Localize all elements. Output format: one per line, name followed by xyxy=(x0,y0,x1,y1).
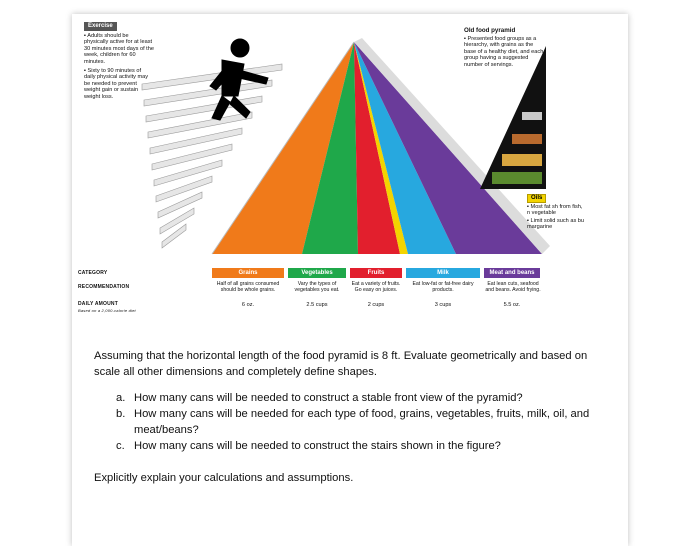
item-a-text: How many cans will be needed to construc… xyxy=(134,392,523,404)
amount-meat-and-beans: 5.5 oz. xyxy=(503,302,521,308)
exercise-tag: Exercise xyxy=(84,22,117,31)
closing-instruction: Explicitly explain your calculations and… xyxy=(94,472,354,484)
old-pyramid-text: ▪ Presented food groups as a hierarchy, … xyxy=(464,35,544,68)
pyramid-illustration xyxy=(141,38,550,255)
oils-callout: Oils ▪ Most fat sh from fish, n vegetabl… xyxy=(527,194,587,231)
amount-milk: 3 cups xyxy=(434,302,452,308)
runner-figure xyxy=(209,38,269,121)
exercise-callout: Exercise ▪ Adults should be physically a… xyxy=(84,22,154,103)
rec-meat-and-beans: Eat lean cuts, seafood and beans. Avoid … xyxy=(485,281,541,293)
category-fruits: Fruits xyxy=(350,268,402,278)
old-pyramid-callout: Old food pyramid ▪ Presented food groups… xyxy=(464,27,544,69)
oils-text-1: ▪ Most fat sh from fish, n vegetable xyxy=(527,203,583,217)
oils-tag: Oils xyxy=(527,194,547,203)
old-pyramid-title: Old food pyramid xyxy=(464,27,516,34)
recommendation-label: RECOMMENDATION xyxy=(78,284,130,290)
item-b-text: How many cans will be needed for each ty… xyxy=(134,408,590,436)
rec-milk: Eat low-fat or fat-free dairy products. xyxy=(412,281,474,293)
oils-text-2: ▪ Limit solid such as bu margarine xyxy=(527,217,585,231)
amount-fruits: 2 cups xyxy=(367,302,385,308)
category-milk: Milk xyxy=(406,268,480,278)
daily-amount-label: DAILY AMOUNT xyxy=(78,301,118,307)
food-pyramid-figure: Exercise ▪ Adults should be physically a… xyxy=(72,14,628,334)
rec-vegetables: Vary the types of vegetables you eat. xyxy=(294,281,340,293)
amount-grains: 6 oz. xyxy=(241,302,255,308)
daily-amount-sub: Based on a 2,000-calorie diet xyxy=(78,308,136,313)
category-meat-and-beans: Meat and beans xyxy=(484,268,540,278)
question-intro: Assuming that the horizontal length of t… xyxy=(94,350,588,378)
item-b-label: b. xyxy=(116,408,126,420)
exercise-text-1: ▪ Adults should be physically active for… xyxy=(84,32,154,65)
category-grains: Grains xyxy=(212,268,284,278)
item-a-label: a. xyxy=(116,392,126,404)
rec-fruits: Eat a variety of fruits. Go easy on juic… xyxy=(351,281,401,293)
exercise-text-2: ▪ Sixty to 90 minutes of daily physical … xyxy=(84,67,149,100)
category-label: CATEGORY xyxy=(78,270,108,276)
item-c-text: How many cans will be needed to construc… xyxy=(134,440,501,452)
item-c-label: c. xyxy=(116,440,125,452)
amount-vegetables: 2.5 cups xyxy=(306,302,328,308)
document-page: Exercise ▪ Adults should be physically a… xyxy=(72,14,628,546)
old-pyramid-thumbnail xyxy=(480,46,546,189)
rec-grains: Half of all grains consumed should be wh… xyxy=(216,281,280,293)
pyramid xyxy=(211,38,550,255)
category-vegetables: Vegetables xyxy=(288,268,346,278)
